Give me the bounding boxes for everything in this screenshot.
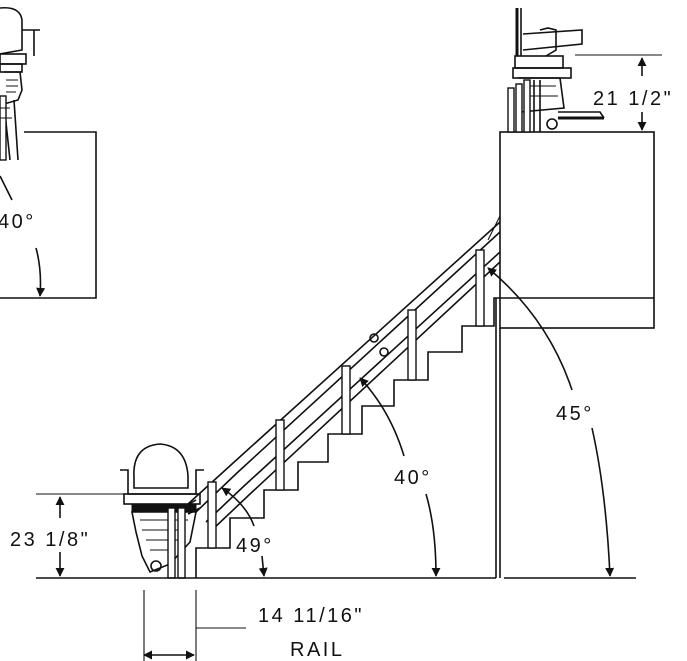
center-angle-label: 40° (394, 467, 432, 489)
top-left-chair (0, 6, 40, 161)
right-angle-callout: 45° (487, 267, 615, 577)
top-right-height-label: 21 1/2" (593, 88, 673, 110)
bottom-width-dimension: 14 11/16" RAIL (143, 590, 364, 661)
rail-label: RAIL (290, 639, 344, 661)
bottom-height-label: 23 1/8" (10, 529, 90, 551)
center-angle-callout: 40° (359, 377, 441, 577)
rail-posts (204, 249, 488, 549)
top-right-chair (507, 8, 605, 133)
top-left-landing: 40° (0, 6, 97, 299)
top-left-angle-label: 40° (0, 211, 36, 233)
bottom-angle-callout: 49° (221, 487, 274, 577)
top-right-landing: 21 1/2" (495, 54, 673, 578)
bottom-height-dimension: 23 1/8" (10, 493, 130, 577)
bottom-width-label: 14 11/16" (258, 605, 364, 627)
bottom-angle-label: 49° (236, 535, 274, 557)
bottom-chair (120, 443, 204, 579)
right-angle-label: 45° (556, 403, 594, 425)
